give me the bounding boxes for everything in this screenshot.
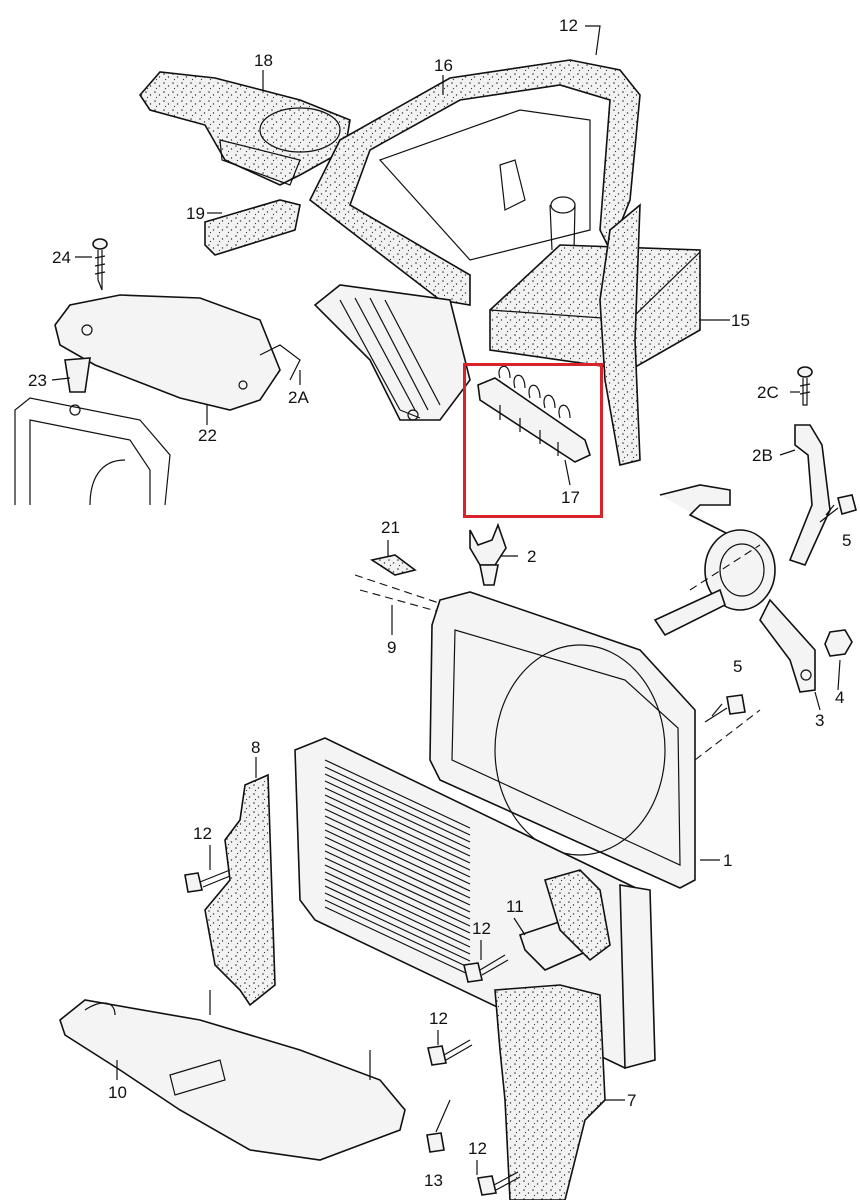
radiator-fin bbox=[324, 780, 471, 850]
radiator-fin bbox=[324, 871, 471, 941]
part-21-foam bbox=[369, 554, 417, 576]
callout-2C: 2C bbox=[757, 383, 779, 402]
bolt-12-lower bbox=[427, 1039, 473, 1066]
callout-2A: 2A bbox=[288, 388, 309, 407]
callout-12-mid: 12 bbox=[472, 919, 491, 938]
bolt-12-mid bbox=[463, 954, 509, 983]
radiator-fin bbox=[324, 843, 471, 913]
highlight-box-part-17 bbox=[463, 363, 603, 518]
callout-17: 17 bbox=[561, 488, 580, 507]
part-core bbox=[313, 284, 471, 421]
part-19-pad bbox=[204, 199, 301, 256]
callout-16: 16 bbox=[434, 56, 453, 75]
nut-4 bbox=[824, 629, 853, 657]
callout-2B: 2B bbox=[752, 446, 773, 465]
part-15-housing bbox=[489, 244, 701, 371]
part-7-panel bbox=[494, 984, 606, 1200]
screw-24 bbox=[92, 238, 108, 291]
radiator-fin bbox=[324, 808, 471, 878]
part-23-clip bbox=[64, 357, 91, 393]
radiator-fin bbox=[324, 801, 471, 871]
callout-19: 19 bbox=[186, 204, 205, 223]
part-15-bracket bbox=[599, 203, 641, 466]
part-2B-bracket bbox=[788, 424, 831, 566]
callout-23: 23 bbox=[28, 371, 47, 390]
radiator-fin bbox=[324, 906, 471, 976]
callout-7: 7 bbox=[627, 1091, 637, 1110]
callout-21: 21 bbox=[381, 518, 400, 537]
callout-12-left: 12 bbox=[193, 824, 212, 843]
callout-1: 1 bbox=[723, 851, 733, 870]
callout-13: 13 bbox=[424, 1171, 443, 1190]
callout-15: 15 bbox=[731, 311, 750, 330]
radiator-fin bbox=[324, 864, 471, 934]
callout-2: 2 bbox=[527, 547, 537, 566]
radiator-fin bbox=[324, 857, 471, 927]
radiator-fin bbox=[324, 822, 471, 892]
callout-24: 24 bbox=[52, 248, 71, 267]
radiator-fin bbox=[324, 892, 471, 962]
part-fan-mount bbox=[653, 484, 816, 693]
radiator-fin bbox=[324, 773, 471, 843]
callout-5: 5 bbox=[842, 531, 852, 550]
radiator-fin bbox=[324, 836, 471, 906]
bolt-12-bottom bbox=[477, 1171, 521, 1196]
part-22-cover bbox=[54, 294, 281, 411]
part-18-duct bbox=[138, 71, 351, 186]
callout-12-bottom: 12 bbox=[468, 1139, 487, 1158]
callout-3: 3 bbox=[815, 711, 825, 730]
part-support-frame bbox=[14, 397, 171, 506]
part-10-shield bbox=[59, 999, 406, 1161]
callout-5-lower: 5 bbox=[733, 657, 743, 676]
callout-22: 22 bbox=[198, 426, 217, 445]
screw-13 bbox=[426, 1099, 451, 1153]
callout-10: 10 bbox=[108, 1083, 127, 1102]
radiator-fin bbox=[324, 885, 471, 955]
radiator-fin bbox=[324, 759, 471, 829]
radiator-fin bbox=[324, 787, 471, 857]
part-1-fan-shroud bbox=[429, 544, 761, 889]
radiator-fin bbox=[324, 794, 471, 864]
callout-9: 9 bbox=[387, 638, 397, 657]
radiator-fin bbox=[324, 899, 471, 969]
radiator-fin bbox=[324, 878, 471, 948]
part-8-panel bbox=[204, 773, 276, 1007]
part-upper-right-bracket bbox=[544, 869, 611, 962]
screw-2C bbox=[797, 366, 813, 406]
callout-8: 8 bbox=[251, 738, 261, 757]
radiator-fin bbox=[324, 766, 471, 836]
leader-lines bbox=[51, 25, 841, 1175]
radiator-fin bbox=[324, 829, 471, 899]
callout-12: 12 bbox=[559, 16, 578, 35]
bolt-5-lower bbox=[704, 694, 746, 723]
bolt-5-upper bbox=[819, 494, 857, 523]
part-16-air-guide bbox=[308, 59, 641, 306]
callout-4: 4 bbox=[835, 688, 845, 707]
radiator-fin bbox=[324, 850, 471, 920]
callout-18: 18 bbox=[254, 51, 273, 70]
part-2-clip bbox=[469, 522, 507, 586]
bolt-12-left bbox=[184, 869, 231, 893]
callout-12-lower: 12 bbox=[429, 1009, 448, 1028]
part-17-clip bbox=[477, 365, 591, 463]
radiator-fin bbox=[324, 815, 471, 885]
callout-11: 11 bbox=[506, 897, 524, 916]
